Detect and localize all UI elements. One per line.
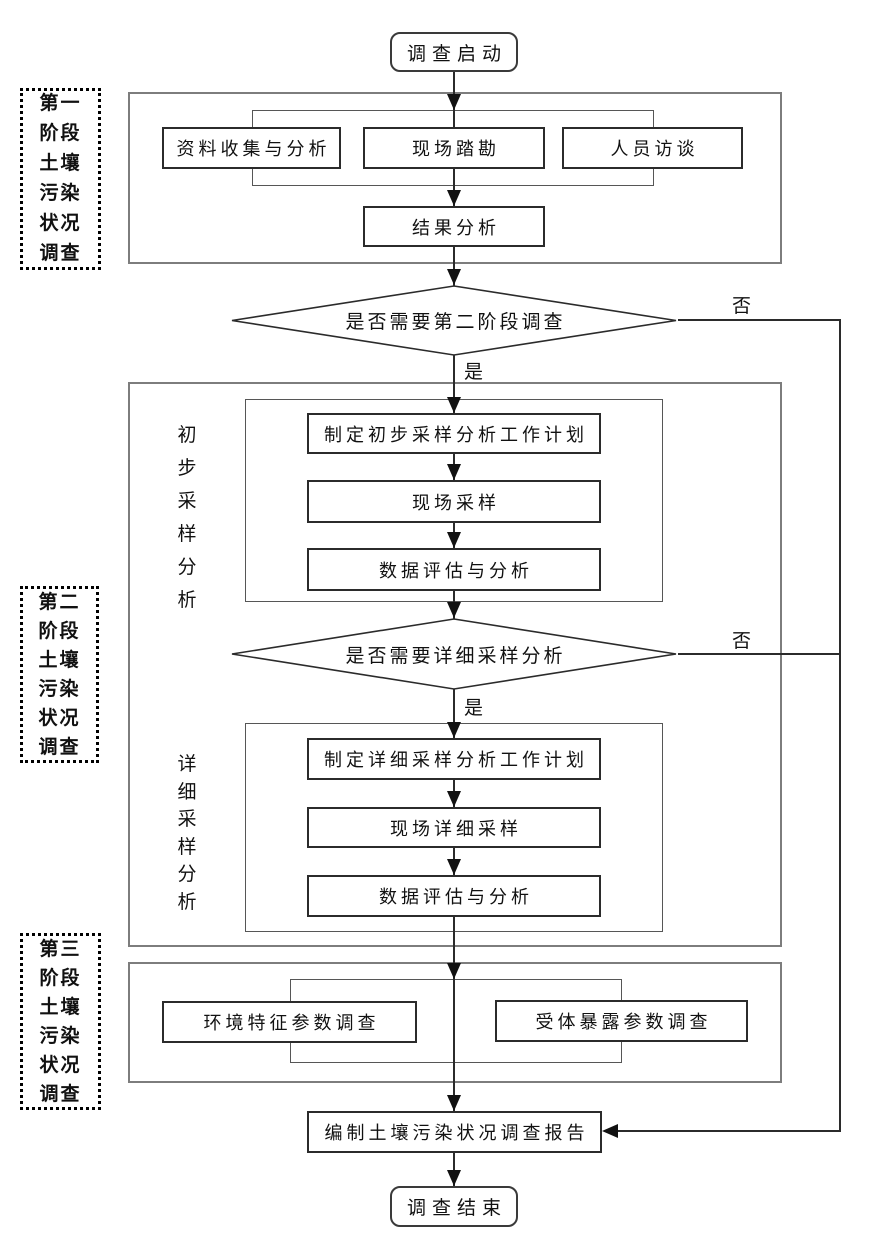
end-node-label: 调查结束: [406, 1198, 507, 1219]
detailed-evaluate-box: 数据评估与分析: [307, 875, 601, 917]
no-branch-vertical-connector: [839, 319, 841, 1132]
stage1-container: [128, 92, 782, 264]
arrowhead-to-detailed-plan: [447, 722, 461, 738]
interview-box: 人员访谈: [562, 127, 743, 169]
decision1-diamond: 是否需要第二阶段调查: [230, 285, 678, 356]
receptor-params-box: 受体暴露参数调查: [495, 1000, 748, 1042]
arrowhead-to-preliminary-plan: [447, 397, 461, 413]
stage2-label-box: 第二阶段土壤污染状况调查: [20, 586, 99, 763]
preliminary-plan-box-label: 制定初步采样分析工作计划: [324, 424, 588, 445]
receptor-params-box-label: 受体暴露参数调查: [535, 1012, 712, 1032]
decision2-label: 是否需要详细采样分析: [345, 645, 566, 667]
preliminary-evaluate-box: 数据评估与分析: [307, 548, 601, 591]
report-box-label: 编制土壤污染状况调查报告: [324, 1123, 589, 1143]
arrowhead-to-preliminary-evaluate: [447, 532, 461, 548]
start-node-label: 调查启动: [406, 43, 507, 65]
decision2-no-connector: [678, 653, 841, 655]
site-survey-box-label: 现场踏勘: [412, 139, 500, 159]
collect-box: 资料收集与分析: [162, 127, 341, 169]
detailed-sample-box: 现场详细采样: [307, 807, 601, 848]
decision2-diamond-shape: [231, 618, 677, 690]
stage3-label-box: 第三阶段土壤污染状况调查: [20, 933, 101, 1110]
decision1-no-label: 否: [732, 296, 752, 317]
arrowhead-to-decision2: [447, 602, 461, 618]
arrowhead-to-decision1: [447, 269, 461, 285]
arrowhead-to-report: [447, 1095, 461, 1111]
result-analysis-box: 结果分析: [363, 206, 545, 247]
decision1-diamond-shape: [231, 285, 677, 356]
arrowhead-to-result: [447, 190, 461, 206]
result-analysis-box-label: 结果分析: [412, 217, 500, 238]
end-node: 调查结束: [390, 1186, 518, 1227]
preliminary-plan-box: 制定初步采样分析工作计划: [307, 413, 601, 454]
decision2-no-label: 否: [732, 631, 752, 652]
preliminary-evaluate-box-label: 数据评估与分析: [379, 560, 533, 581]
return-to-report-connector: [614, 1130, 840, 1132]
preliminary-sample-box: 现场采样: [307, 480, 601, 523]
report-box: 编制土壤污染状况调查报告: [307, 1111, 602, 1153]
arrowhead-to-detailed-evaluate: [447, 859, 461, 875]
detailed-sample-box-label: 现场详细采样: [390, 818, 522, 839]
decision1-yes-label: 是: [464, 362, 484, 383]
arrowhead-to-preliminary-sample: [447, 464, 461, 480]
stage3-label: 第三阶段土壤污染状况调查: [39, 938, 82, 1105]
detailed-group-label: 详细采样分析: [177, 754, 197, 913]
decision1-no-connector: [678, 319, 841, 321]
decision1-label: 是否需要第二阶段调查: [345, 312, 566, 333]
arrowhead-to-stage1-fork: [447, 94, 461, 110]
arrowhead-to-detailed-sample: [447, 791, 461, 807]
env-params-box: 环境特征参数调查: [162, 1001, 417, 1043]
stage2-label: 第二阶段土壤污染状况调查: [38, 591, 81, 758]
site-survey-box: 现场踏勘: [363, 127, 545, 169]
env-params-box-label: 环境特征参数调查: [203, 1013, 380, 1033]
stage1-label: 第一阶段土壤污染状况调查: [39, 93, 82, 264]
arrowhead-to-stage3-fork: [447, 963, 461, 979]
detailed-evaluate-box-label: 数据评估与分析: [379, 887, 533, 907]
arrowhead-to-end: [447, 1170, 461, 1186]
start-node: 调查启动: [390, 32, 518, 72]
detailed-plan-box: 制定详细采样分析工作计划: [307, 738, 601, 780]
preliminary-sample-box-label: 现场采样: [412, 492, 500, 513]
detailed-plan-box-label: 制定详细采样分析工作计划: [324, 750, 588, 770]
stage1-label-box: 第一阶段土壤污染状况调查: [20, 88, 101, 270]
decision2-yes-label: 是: [464, 698, 484, 719]
interview-box-label: 人员访谈: [610, 139, 699, 159]
stage2-container: [128, 382, 782, 947]
collect-box-label: 资料收集与分析: [176, 139, 331, 159]
decision2-diamond: 是否需要详细采样分析: [230, 618, 678, 690]
preliminary-group-label: 初步采样分析: [177, 425, 197, 611]
arrowhead-return-to-report: [602, 1124, 618, 1138]
